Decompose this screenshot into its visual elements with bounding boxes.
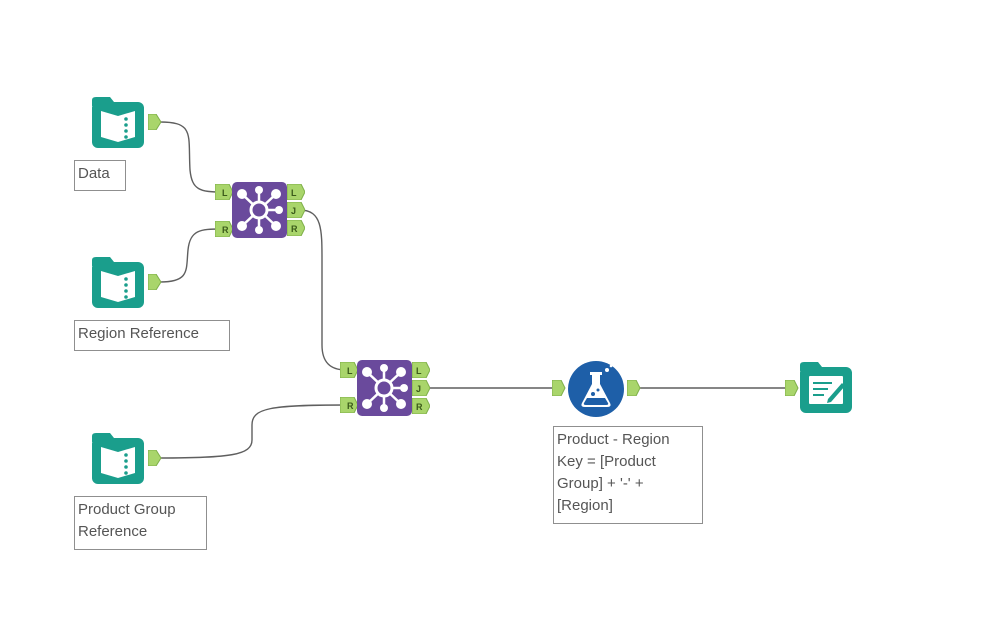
input-region-reference-tool[interactable] [90, 256, 146, 315]
output-anchor[interactable] [148, 274, 162, 290]
join-tool-2[interactable] [357, 360, 412, 421]
output-anchor[interactable] [627, 380, 641, 396]
formula-flask-icon [568, 361, 624, 417]
join-output-anchor-J[interactable]: J [412, 380, 430, 396]
tool-label-data: Data [74, 160, 126, 191]
tool-label-product-group-reference: Product Group Reference [74, 496, 207, 550]
join-output-anchor-R[interactable]: R [287, 220, 305, 236]
join-output-anchor-R[interactable]: R [412, 398, 430, 414]
input-anchor[interactable] [785, 380, 799, 396]
anchor-letter: R [347, 401, 354, 411]
anchor-letter: L [416, 366, 422, 376]
join-output-anchor-L[interactable]: L [412, 362, 430, 378]
anchor-letter: J [291, 206, 296, 216]
anchor-letter: L [347, 366, 353, 376]
formula-tool[interactable] [567, 360, 625, 423]
join-output-anchor-L[interactable]: L [287, 184, 305, 200]
join-icon [232, 182, 287, 238]
output-anchor[interactable] [148, 450, 162, 466]
anchor-letter: R [291, 224, 298, 234]
input-data-tool[interactable] [90, 96, 146, 155]
tool-label-region-reference: Region Reference [74, 320, 230, 351]
wire-data-to-join1[interactable] [159, 121, 223, 193]
book-input-icon [92, 433, 144, 484]
anchor-letter: J [416, 384, 421, 394]
join-icon [357, 360, 412, 416]
join-tool-1[interactable] [232, 182, 287, 243]
join-input-anchor-R[interactable]: R [215, 221, 233, 237]
anchor-letter: R [222, 225, 229, 235]
book-input-icon [92, 257, 144, 308]
browse-output-icon [800, 362, 852, 413]
input-anchor[interactable] [552, 380, 566, 396]
anchor-letter: R [416, 402, 423, 412]
anchor-letter: L [222, 188, 228, 198]
wire-productgroup-to-join2[interactable] [159, 404, 347, 459]
wire-join1-to-join2[interactable] [299, 209, 347, 371]
join-input-anchor-L[interactable]: L [215, 184, 233, 200]
input-product-group-reference-tool[interactable] [90, 432, 146, 491]
join-output-anchor-J[interactable]: J [287, 202, 305, 218]
browse-tool[interactable] [798, 361, 854, 420]
formula-annotation: Product - Region Key = [Product Group] +… [553, 426, 703, 524]
book-input-icon [92, 97, 144, 148]
wire-region-to-join1[interactable] [159, 228, 223, 283]
join-input-anchor-R[interactable]: R [340, 397, 358, 413]
output-anchor[interactable] [148, 114, 162, 130]
anchor-letter: L [291, 188, 297, 198]
join-input-anchor-L[interactable]: L [340, 362, 358, 378]
